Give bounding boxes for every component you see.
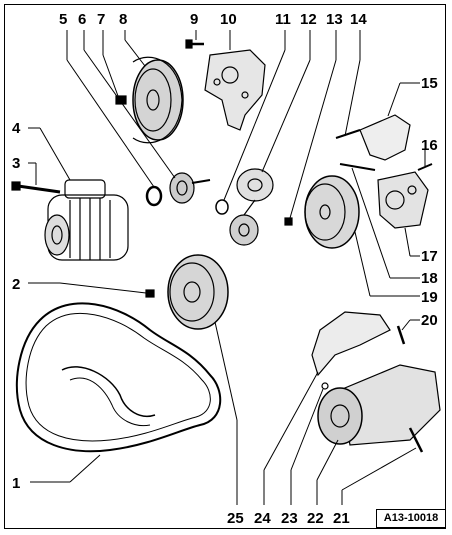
callout-20: 20 xyxy=(421,312,438,329)
callout-2: 2 xyxy=(12,276,21,293)
callout-6: 6 xyxy=(78,11,87,28)
callout-8: 8 xyxy=(119,11,128,28)
callout-5: 5 xyxy=(59,11,68,28)
bolt-13-part xyxy=(284,217,293,226)
power-steering-pump-part xyxy=(377,171,429,229)
callout-3: 3 xyxy=(12,155,21,172)
ac-compressor-part xyxy=(317,364,441,446)
belt-part xyxy=(15,302,222,453)
diagram-frame xyxy=(4,4,446,529)
callout-21: 21 xyxy=(333,510,350,527)
callout-14: 14 xyxy=(350,11,367,28)
callout-19: 19 xyxy=(421,289,438,306)
bracket-15-part xyxy=(359,114,411,161)
callout-16: 16 xyxy=(421,137,438,154)
leader-lines xyxy=(28,30,426,505)
callout-10: 10 xyxy=(220,11,237,28)
bolt-21-part xyxy=(408,427,424,453)
callout-7: 7 xyxy=(97,11,106,28)
callout-17: 17 xyxy=(421,248,438,265)
callout-15: 15 xyxy=(421,75,438,92)
callout-25: 25 xyxy=(227,510,244,527)
ac-bracket-part xyxy=(311,311,391,377)
alternator-part xyxy=(44,179,129,261)
bolt-16-part xyxy=(417,163,433,171)
callout-9: 9 xyxy=(190,11,199,28)
callout-23: 23 xyxy=(281,510,298,527)
callout-11: 11 xyxy=(275,11,291,28)
callout-24: 24 xyxy=(254,510,271,527)
callout-22: 22 xyxy=(307,510,324,527)
tensioner-part xyxy=(229,168,274,246)
bolt-7-part xyxy=(115,95,127,105)
bolt-23-part xyxy=(321,382,329,390)
pulley-8-part xyxy=(132,56,184,144)
callout-1: 1 xyxy=(12,475,21,492)
callout-18: 18 xyxy=(421,270,438,287)
reference-code: A13-10018 xyxy=(376,509,446,528)
o-ring-part xyxy=(215,199,229,215)
callout-12: 12 xyxy=(300,11,317,28)
bolt-18-part xyxy=(339,163,376,171)
bolt-2-part xyxy=(145,289,155,298)
callout-13: 13 xyxy=(326,11,343,28)
idler-pulley-part xyxy=(145,172,211,207)
water-pump-part xyxy=(204,49,266,131)
bolt-3-part xyxy=(11,181,61,194)
bolt-9-part xyxy=(185,39,204,49)
bolt-20-part xyxy=(396,325,406,345)
bolt-14-part xyxy=(335,129,361,139)
pulley-19-part xyxy=(304,175,360,249)
callout-4: 4 xyxy=(12,120,21,137)
crank-pulley-part xyxy=(167,254,229,330)
